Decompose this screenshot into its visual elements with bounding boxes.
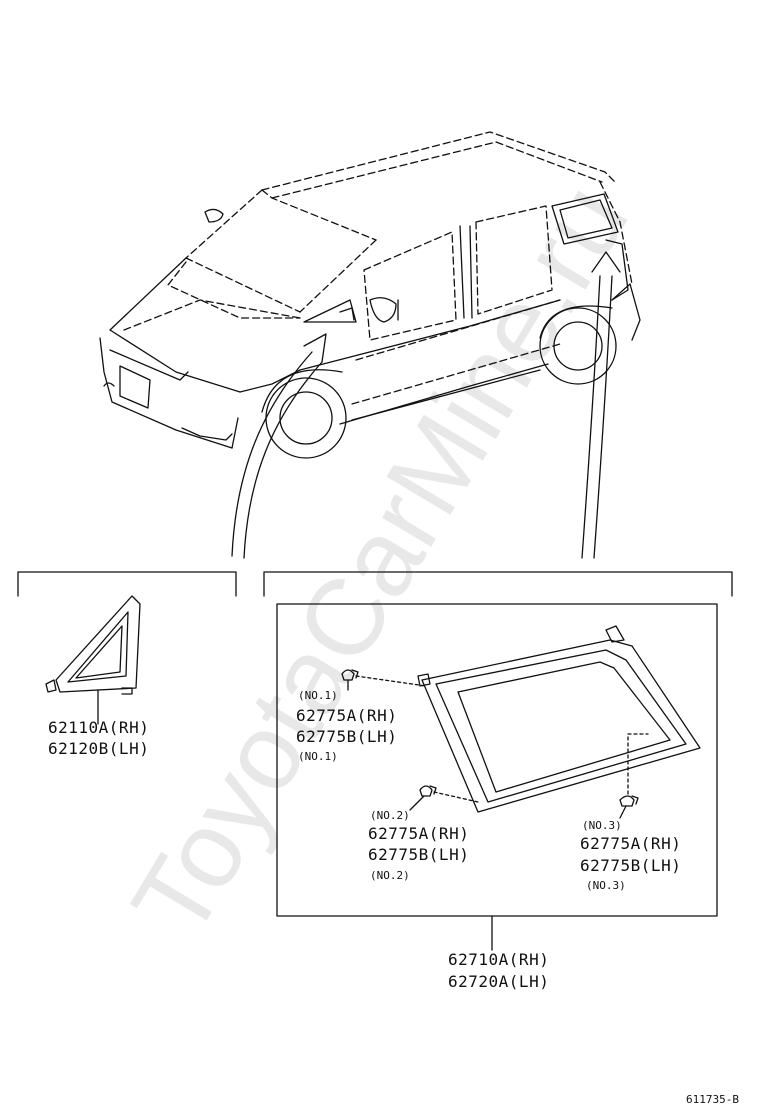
panel-brackets bbox=[17, 571, 733, 597]
clip-no3-leader bbox=[619, 805, 627, 819]
clip-no2-part-rh: 62775A(RH) bbox=[368, 824, 470, 843]
clip-no1-note-bottom: (NO.1) bbox=[298, 750, 338, 763]
clip-no2-part-lh: 62775B(LH) bbox=[368, 845, 470, 864]
figure-code: 611735-B bbox=[686, 1093, 739, 1106]
clip-no1 bbox=[341, 669, 359, 681]
back-window-part-rh: 62710A(RH) bbox=[448, 950, 550, 969]
clip-no2 bbox=[419, 785, 437, 797]
clip-no3-note-top: (NO.3) bbox=[582, 819, 622, 832]
clip-no3 bbox=[619, 795, 639, 807]
clip-no3-note-bottom: (NO.3) bbox=[586, 879, 626, 892]
clip-no2-leader bbox=[409, 795, 425, 811]
clip-no1-part-rh: 62775A(RH) bbox=[296, 706, 398, 725]
clip-guides bbox=[355, 675, 649, 803]
clip-no1-part-lh: 62775B(LH) bbox=[296, 727, 398, 746]
clip-no3-part-rh: 62775A(RH) bbox=[580, 834, 682, 853]
back-window-frame bbox=[276, 603, 718, 917]
clip-no2-note-bottom: (NO.2) bbox=[370, 869, 410, 882]
quarter-window-part-rh: 62110A(RH) bbox=[48, 718, 150, 737]
back-window-glass bbox=[417, 625, 701, 813]
vehicle-illustration bbox=[99, 131, 641, 459]
clip-no2-note-top: (NO.2) bbox=[370, 809, 410, 822]
quarter-window-part-lh: 62120B(LH) bbox=[48, 739, 150, 758]
clip-no1-note-top: (NO.1) bbox=[298, 689, 338, 702]
back-window-part-lh: 62720A(LH) bbox=[448, 972, 550, 991]
quarter-window-glass bbox=[45, 595, 141, 695]
clip-no3-part-lh: 62775B(LH) bbox=[580, 856, 682, 875]
callout-arrows bbox=[231, 251, 621, 559]
